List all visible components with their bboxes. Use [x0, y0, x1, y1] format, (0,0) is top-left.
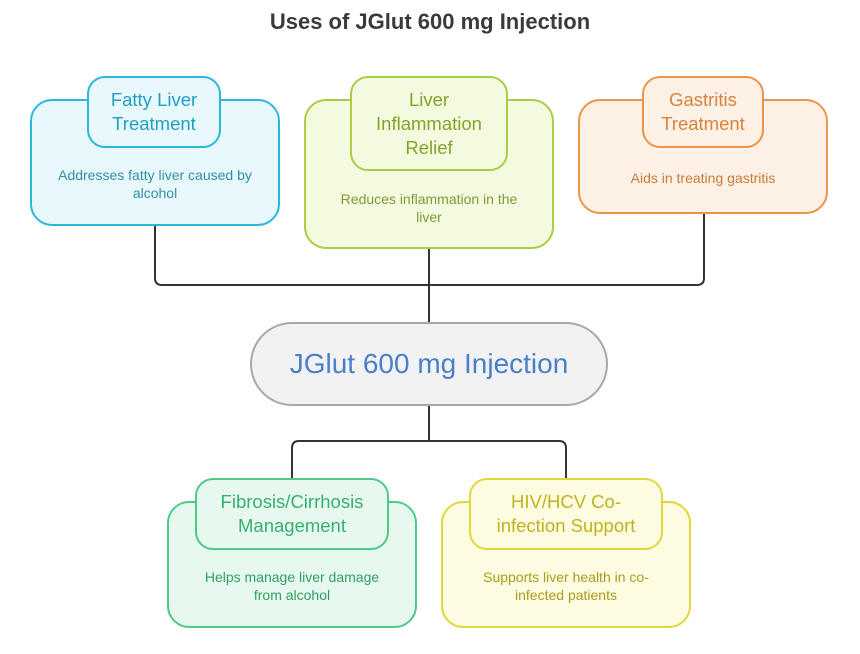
fibrosis-description: Helps manage liver damage from alcohol [204, 569, 380, 603]
hiv-hcv-heading: HIV/HCV Co- infection Support [469, 478, 663, 550]
diagram-title: Uses of JGlut 600 mg Injection [269, 9, 591, 34]
gastritis-description: Aids in treating gastritis [630, 170, 776, 186]
fatty-liver-heading: Fatty Liver Treatment [87, 76, 221, 148]
fatty-liver-description: Addresses fatty liver caused by alcohol [58, 167, 252, 201]
liver-inflammation-heading: Liver Inflammation Relief [350, 76, 508, 171]
bottom-connector [291, 406, 567, 502]
gastritis-heading: Gastritis Treatment [642, 76, 764, 148]
liver-inflammation-description: Reduces inflammation in the liver [340, 191, 518, 225]
center-node: JGlut 600 mg Injection [250, 322, 608, 406]
hiv-hcv-description: Supports liver health in co-infected pat… [483, 569, 649, 603]
fibrosis-heading: Fibrosis/Cirrhosis Management [195, 478, 389, 550]
top-connector [154, 214, 705, 322]
